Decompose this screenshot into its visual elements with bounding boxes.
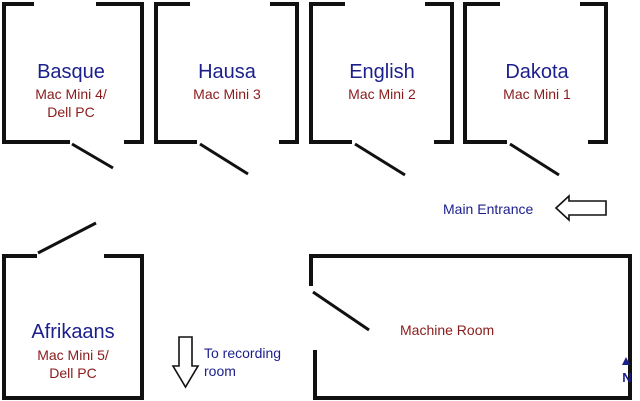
- recording-room-arrow-icon: [171, 336, 200, 389]
- afrikaans-room-walls: [2, 221, 144, 400]
- machine-room-walls: [309, 254, 632, 400]
- to-recording-room-label: To recording room: [204, 345, 282, 379]
- afrikaans-room-name: Afrikaans: [31, 321, 115, 343]
- basque-room-walls: [2, 2, 144, 170]
- hausa-door: [199, 142, 249, 176]
- hausa-room-label: Hausa Mac Mini 3: [172, 62, 282, 103]
- machine-room-door: [312, 290, 370, 332]
- hausa-room-name: Hausa: [198, 61, 256, 83]
- afrikaans-computer-label: Mac Mini 5/ Dell PC: [37, 347, 109, 381]
- english-room-name: English: [349, 61, 415, 83]
- hausa-room-walls: [154, 2, 299, 176]
- dakota-room-label: Dakota Mac Mini 1: [482, 62, 592, 103]
- english-computer-label: Mac Mini 2: [348, 86, 416, 102]
- afrikaans-door: [37, 221, 97, 255]
- main-entrance-label: Main Entrance: [443, 201, 534, 217]
- basque-computer-label: Mac Mini 4/ Dell PC: [35, 86, 107, 120]
- english-room-walls: [309, 2, 454, 177]
- dakota-room-walls: [463, 2, 608, 177]
- afrikaans-room-label: Afrikaans Mac Mini 5/ Dell PC: [18, 322, 128, 382]
- dakota-door: [509, 142, 560, 177]
- basque-room-name: Basque: [37, 61, 105, 83]
- basque-room-label: Basque Mac Mini 4/ Dell PC: [19, 62, 123, 121]
- machine-room-label: Machine Room: [400, 322, 495, 338]
- north-label: N: [622, 370, 632, 385]
- dakota-computer-label: Mac Mini 1: [503, 86, 571, 102]
- basque-door: [71, 142, 114, 170]
- english-room-label: English Mac Mini 2: [327, 62, 437, 103]
- english-door: [354, 142, 406, 177]
- main-entrance-arrow-icon: [554, 194, 607, 222]
- north-arrow-icon: [622, 357, 630, 365]
- hausa-computer-label: Mac Mini 3: [193, 86, 261, 102]
- dakota-room-name: Dakota: [505, 61, 569, 83]
